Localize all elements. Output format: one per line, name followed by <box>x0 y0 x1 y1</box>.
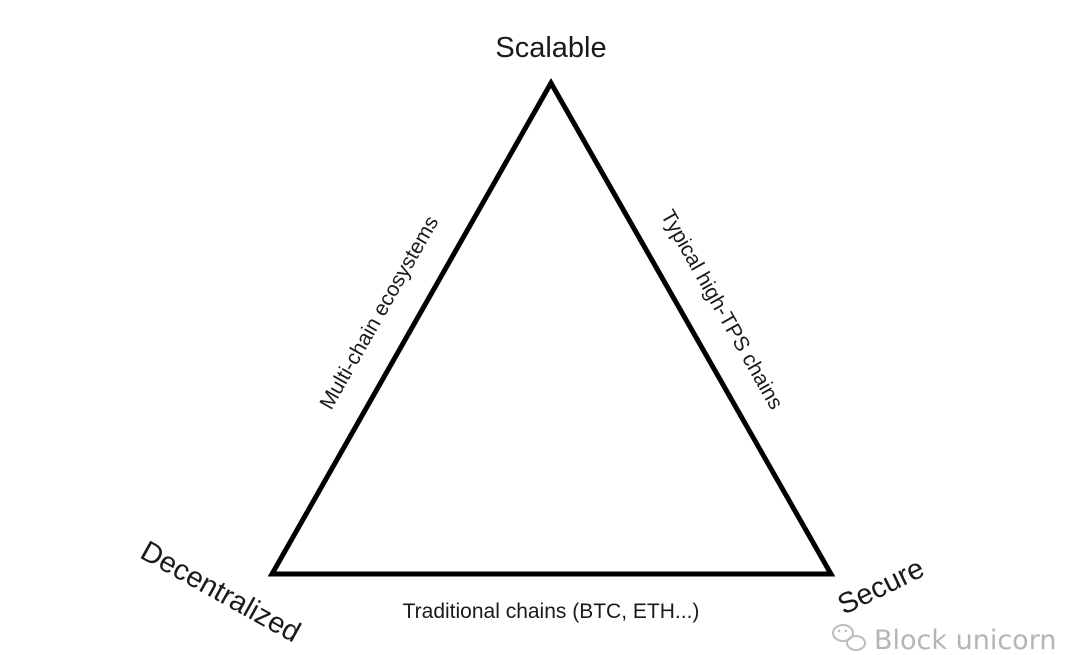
watermark-text: Block unicorn <box>874 625 1056 655</box>
wechat-icon <box>832 624 866 651</box>
vertex-label-scalable: Scalable <box>495 32 606 64</box>
vertex-label-secure: Secure <box>833 552 930 621</box>
vertex-label-decentralized: Decentralized <box>135 535 306 649</box>
edge-label-traditional-chains: Traditional chains (BTC, ETH...) <box>403 600 700 623</box>
trilemma-triangle <box>267 77 836 577</box>
